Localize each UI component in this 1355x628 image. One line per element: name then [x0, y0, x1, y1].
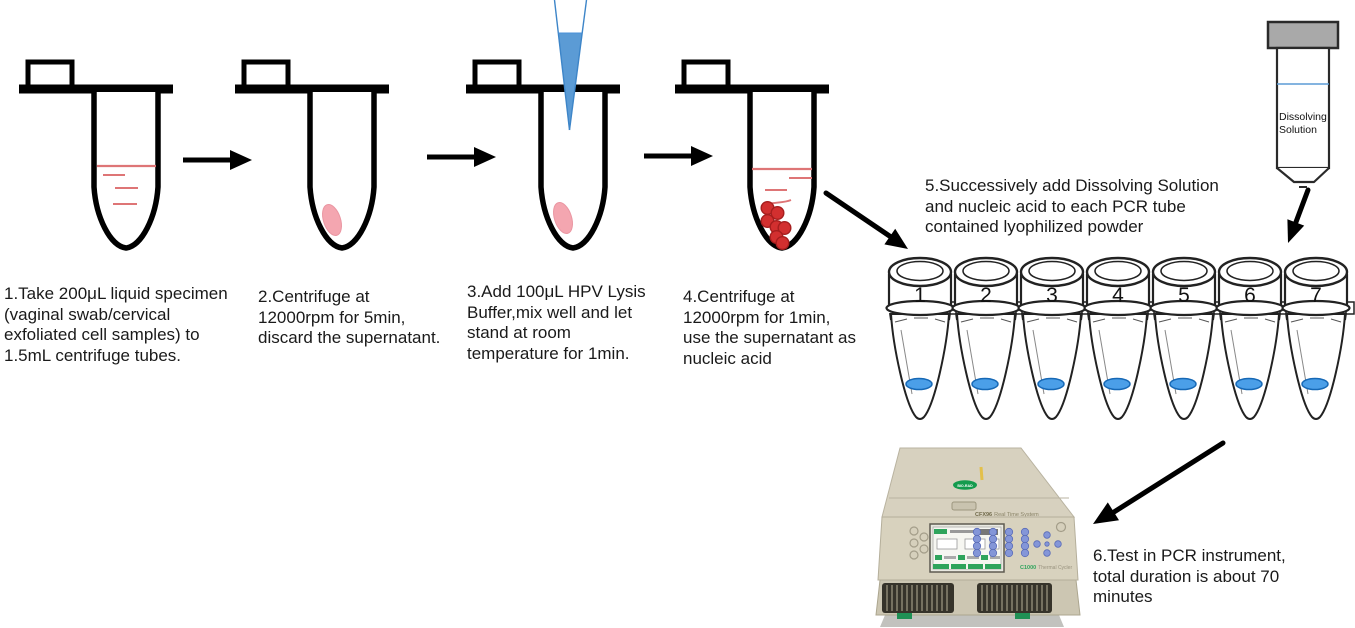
centrifuge-tube-step2 [227, 59, 457, 269]
panel-side-buttons [909, 526, 929, 560]
centrifuge-tube-step1 [11, 59, 241, 269]
tube-cap [1266, 20, 1340, 50]
vent-grille-left [882, 583, 954, 613]
svg-text:BIO-RAD: BIO-RAD [957, 484, 973, 488]
tube-number: 6 [1244, 284, 1256, 307]
pcr-tube-2: 2 [951, 256, 1021, 421]
instrument-foot-right [1015, 613, 1030, 619]
lid-indicator-light [979, 466, 984, 481]
pipette-tip-icon [553, 0, 588, 131]
tube-number: 4 [1112, 284, 1124, 307]
instrument-keypad [972, 527, 1030, 558]
tube-number: 1 [914, 284, 926, 307]
caption-step1: 1.Take 200μL liquid specimen (vaginal sw… [4, 284, 228, 366]
tube-number: 2 [980, 284, 992, 307]
tube-number: 5 [1178, 284, 1190, 307]
arrow-step2-to-step3-icon [427, 147, 496, 167]
pcr-tube-strip: 1 2 3 4 5 6 7 [885, 256, 1355, 421]
power-button [1055, 521, 1067, 533]
instrument-lid [881, 447, 1076, 518]
caption-step3: 3.Add 100μL HPV Lysis Buffer,mix well an… [467, 282, 646, 364]
pcr-tube-7: 7 [1281, 256, 1351, 421]
arrow-strip-to-instrument-icon [1093, 440, 1226, 524]
tube-number: 7 [1310, 284, 1322, 307]
tube-number: 3 [1046, 284, 1058, 307]
centrifuge-tube-step3 [458, 0, 688, 269]
centrifuge-tube-step4 [667, 59, 897, 269]
caption-step5: 5.Successively add Dissolving Solution a… [925, 176, 1219, 237]
caption-step2: 2.Centrifuge at 12000rpm for 5min, disca… [258, 287, 441, 348]
arrow-step1-to-step2-icon [183, 150, 252, 170]
liquid-level-lines [97, 164, 156, 205]
biorad-logo: BIO-RAD [953, 480, 977, 490]
instrument-dpad [1033, 531, 1062, 557]
pcr-tube-1: 1 [885, 256, 955, 421]
arrow-step3-to-step4-icon [644, 146, 713, 166]
arrow-step4-to-strip-icon [823, 190, 908, 249]
instrument-foot-left [897, 613, 912, 619]
caption-step6: 6.Test in PCR instrument, total duration… [1093, 546, 1286, 607]
pcr-tube-5: 5 [1149, 256, 1219, 421]
pellet [322, 204, 342, 236]
pcr-tube-4: 4 [1083, 256, 1153, 421]
dissolving-label-line2: Solution [1279, 124, 1317, 136]
vent-slats [886, 585, 1048, 611]
caption-step4: 4.Centrifuge at 12000rpm for 1min, use t… [683, 287, 856, 369]
nucleic-acid-beads [760, 200, 792, 250]
vent-grille-right [977, 583, 1052, 613]
arrow-dissolving-to-strip-icon [1287, 187, 1311, 243]
dissolving-solution-tube: Dissolving Solution [1266, 20, 1340, 188]
dissolving-label-line1: Dissolving [1279, 111, 1327, 123]
pcr-tube-6: 6 [1215, 256, 1285, 421]
lid-handle [951, 501, 977, 511]
pcr-tube-3: 3 [1017, 256, 1087, 421]
pellet [553, 202, 573, 234]
